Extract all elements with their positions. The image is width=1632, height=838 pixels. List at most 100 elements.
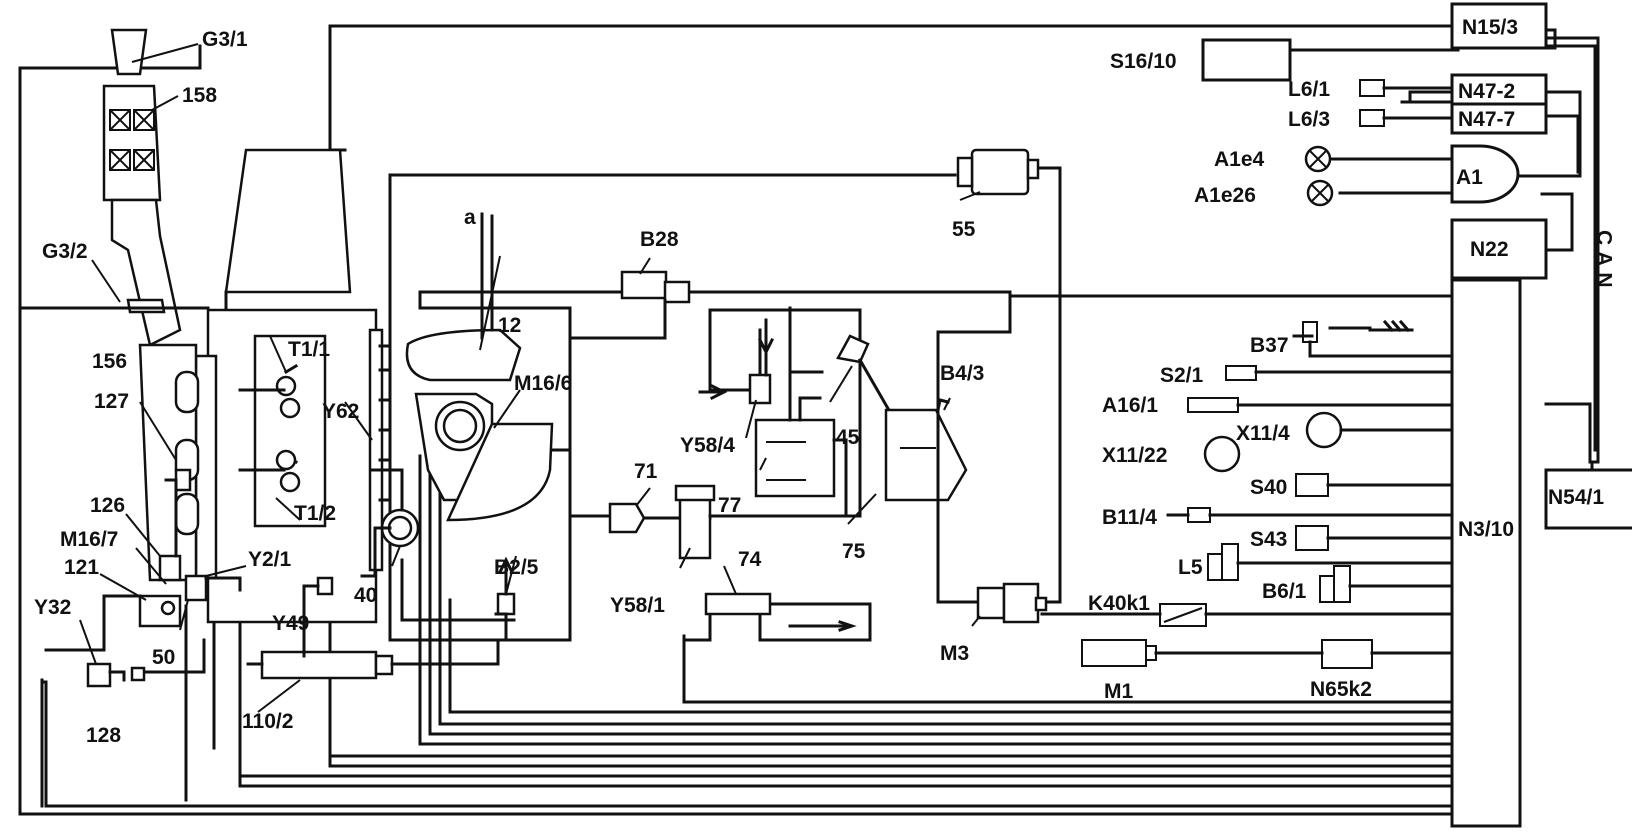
valve-Y58-4 [748,373,772,405]
label-M16-6: M16/6 [514,372,572,395]
label-50: 50 [152,646,175,669]
label-K40k1: K40k1 [1088,592,1150,615]
lamp-L6-3 [1359,109,1385,127]
exhaust-pipe [110,198,182,347]
module-N54-1 [1544,468,1632,530]
label-X11-22: X11/22 [1102,444,1167,467]
fuel-pump-M1 [1081,639,1147,667]
engine-control-module-N3-10 [1450,278,1522,828]
sensor-S2-1 [1225,365,1257,381]
label-40: 40 [354,584,377,607]
fuel-pump-M3 [976,586,1006,620]
purge-system [388,148,1062,642]
switch-S40 [1295,473,1329,497]
label-G3-2: G3/2 [42,240,88,263]
label-B37: B37 [1250,334,1289,357]
label-N54-1: N54/1 [1548,486,1604,509]
label-Y2-1: Y2/1 [248,548,292,571]
label-M3: M3 [940,642,969,665]
label-CAN: CAN [1593,230,1616,294]
intake-12 [405,328,522,382]
label-110-2: 110/2 [242,710,293,733]
label-Y32: Y32 [34,596,71,619]
label-12: 12 [498,314,521,337]
label-N65k2: N65k2 [1310,678,1372,701]
label-71: 71 [634,460,658,483]
control-units [1201,2,1632,828]
label-N15-3: N15/3 [1462,16,1518,39]
label-45: 45 [836,426,860,449]
label-T1-2: T1/2 [294,502,336,525]
label-B11-4: B11/4 [1102,506,1157,529]
label-121: 121 [64,556,99,579]
sensor-B28 [620,270,668,300]
label-L5: L5 [1178,556,1203,579]
label-B4-3: B4/3 [940,362,984,385]
label-Y58-4: Y58/4 [680,434,735,457]
air-filter [224,148,352,294]
connector-X11-4 [1305,411,1343,449]
right-sensors [1008,294,1454,669]
label-156: 156 [92,350,127,373]
part-128 [130,666,146,682]
sensor-B2-5 [496,592,516,616]
label-L6-3: L6/3 [1288,108,1330,131]
label-Y58-1: Y58/1 [610,594,665,617]
label-L6-1: L6/1 [1288,78,1330,101]
label-M1: M1 [1104,680,1133,703]
component-55 [970,148,1030,196]
label-B6-1: B6/1 [1262,580,1307,603]
label-Y49: Y49 [272,612,309,635]
label-G3-1: G3/1 [202,28,248,51]
part-50 [160,600,176,616]
label-74: 74 [738,548,762,571]
label-a: a [464,206,476,229]
instrument-cluster-A1 [1450,144,1520,204]
relay-N65k2 [1321,639,1373,669]
label-B28: B28 [640,228,679,251]
lamp-L5 [1221,543,1239,581]
module-N22 [1450,218,1548,280]
label-55: 55 [952,218,976,241]
label-S43: S43 [1250,528,1287,551]
module-N15-3 [1450,2,1548,50]
label-126: 126 [90,494,125,517]
label-N3-10: N3/10 [1458,518,1514,541]
label-128: 128 [86,724,121,747]
label-Y62: Y62 [322,400,359,423]
label-B2-5: B2/5 [494,556,539,579]
filler-neck-45 [836,334,870,364]
label-127: 127 [94,390,129,413]
label-S40: S40 [1250,476,1287,499]
lamp-L6-1 [1359,79,1385,97]
pipe-110-2 [260,650,378,680]
canister-77 [754,418,836,498]
valve-71 [608,502,646,534]
label-M16-7: M16/7 [60,528,118,551]
component-74 [704,592,772,616]
connector-X11-22 [1203,435,1241,473]
label-A1e26: A1e26 [1194,184,1256,207]
catalytic-converter-158 [102,84,162,202]
sensor-B11-4 [1187,507,1211,523]
label-75: 75 [842,540,866,563]
valve-Y32 [86,662,112,688]
upper-wiring [328,24,1600,472]
switch-S43 [1295,525,1329,551]
valve-Y49 [316,576,334,596]
fuel-tank-75 [884,408,968,502]
label-158: 158 [182,84,217,107]
label-A1: A1 [1456,166,1483,189]
sensor-B6-1 [1333,565,1351,603]
label-A1e4: A1e4 [1214,148,1265,171]
valve-Y58-1 [678,494,712,560]
ignition-coils [253,334,327,528]
exhaust-system [18,28,334,808]
switch-S16-10 [1201,38,1292,82]
sensor-A16-1 [1187,397,1239,413]
valve-M16-7 [158,554,182,582]
label-N47-7: N47-7 [1458,108,1515,131]
engine-block [194,148,554,680]
oxygen-sensor-G3-1 [110,28,148,76]
